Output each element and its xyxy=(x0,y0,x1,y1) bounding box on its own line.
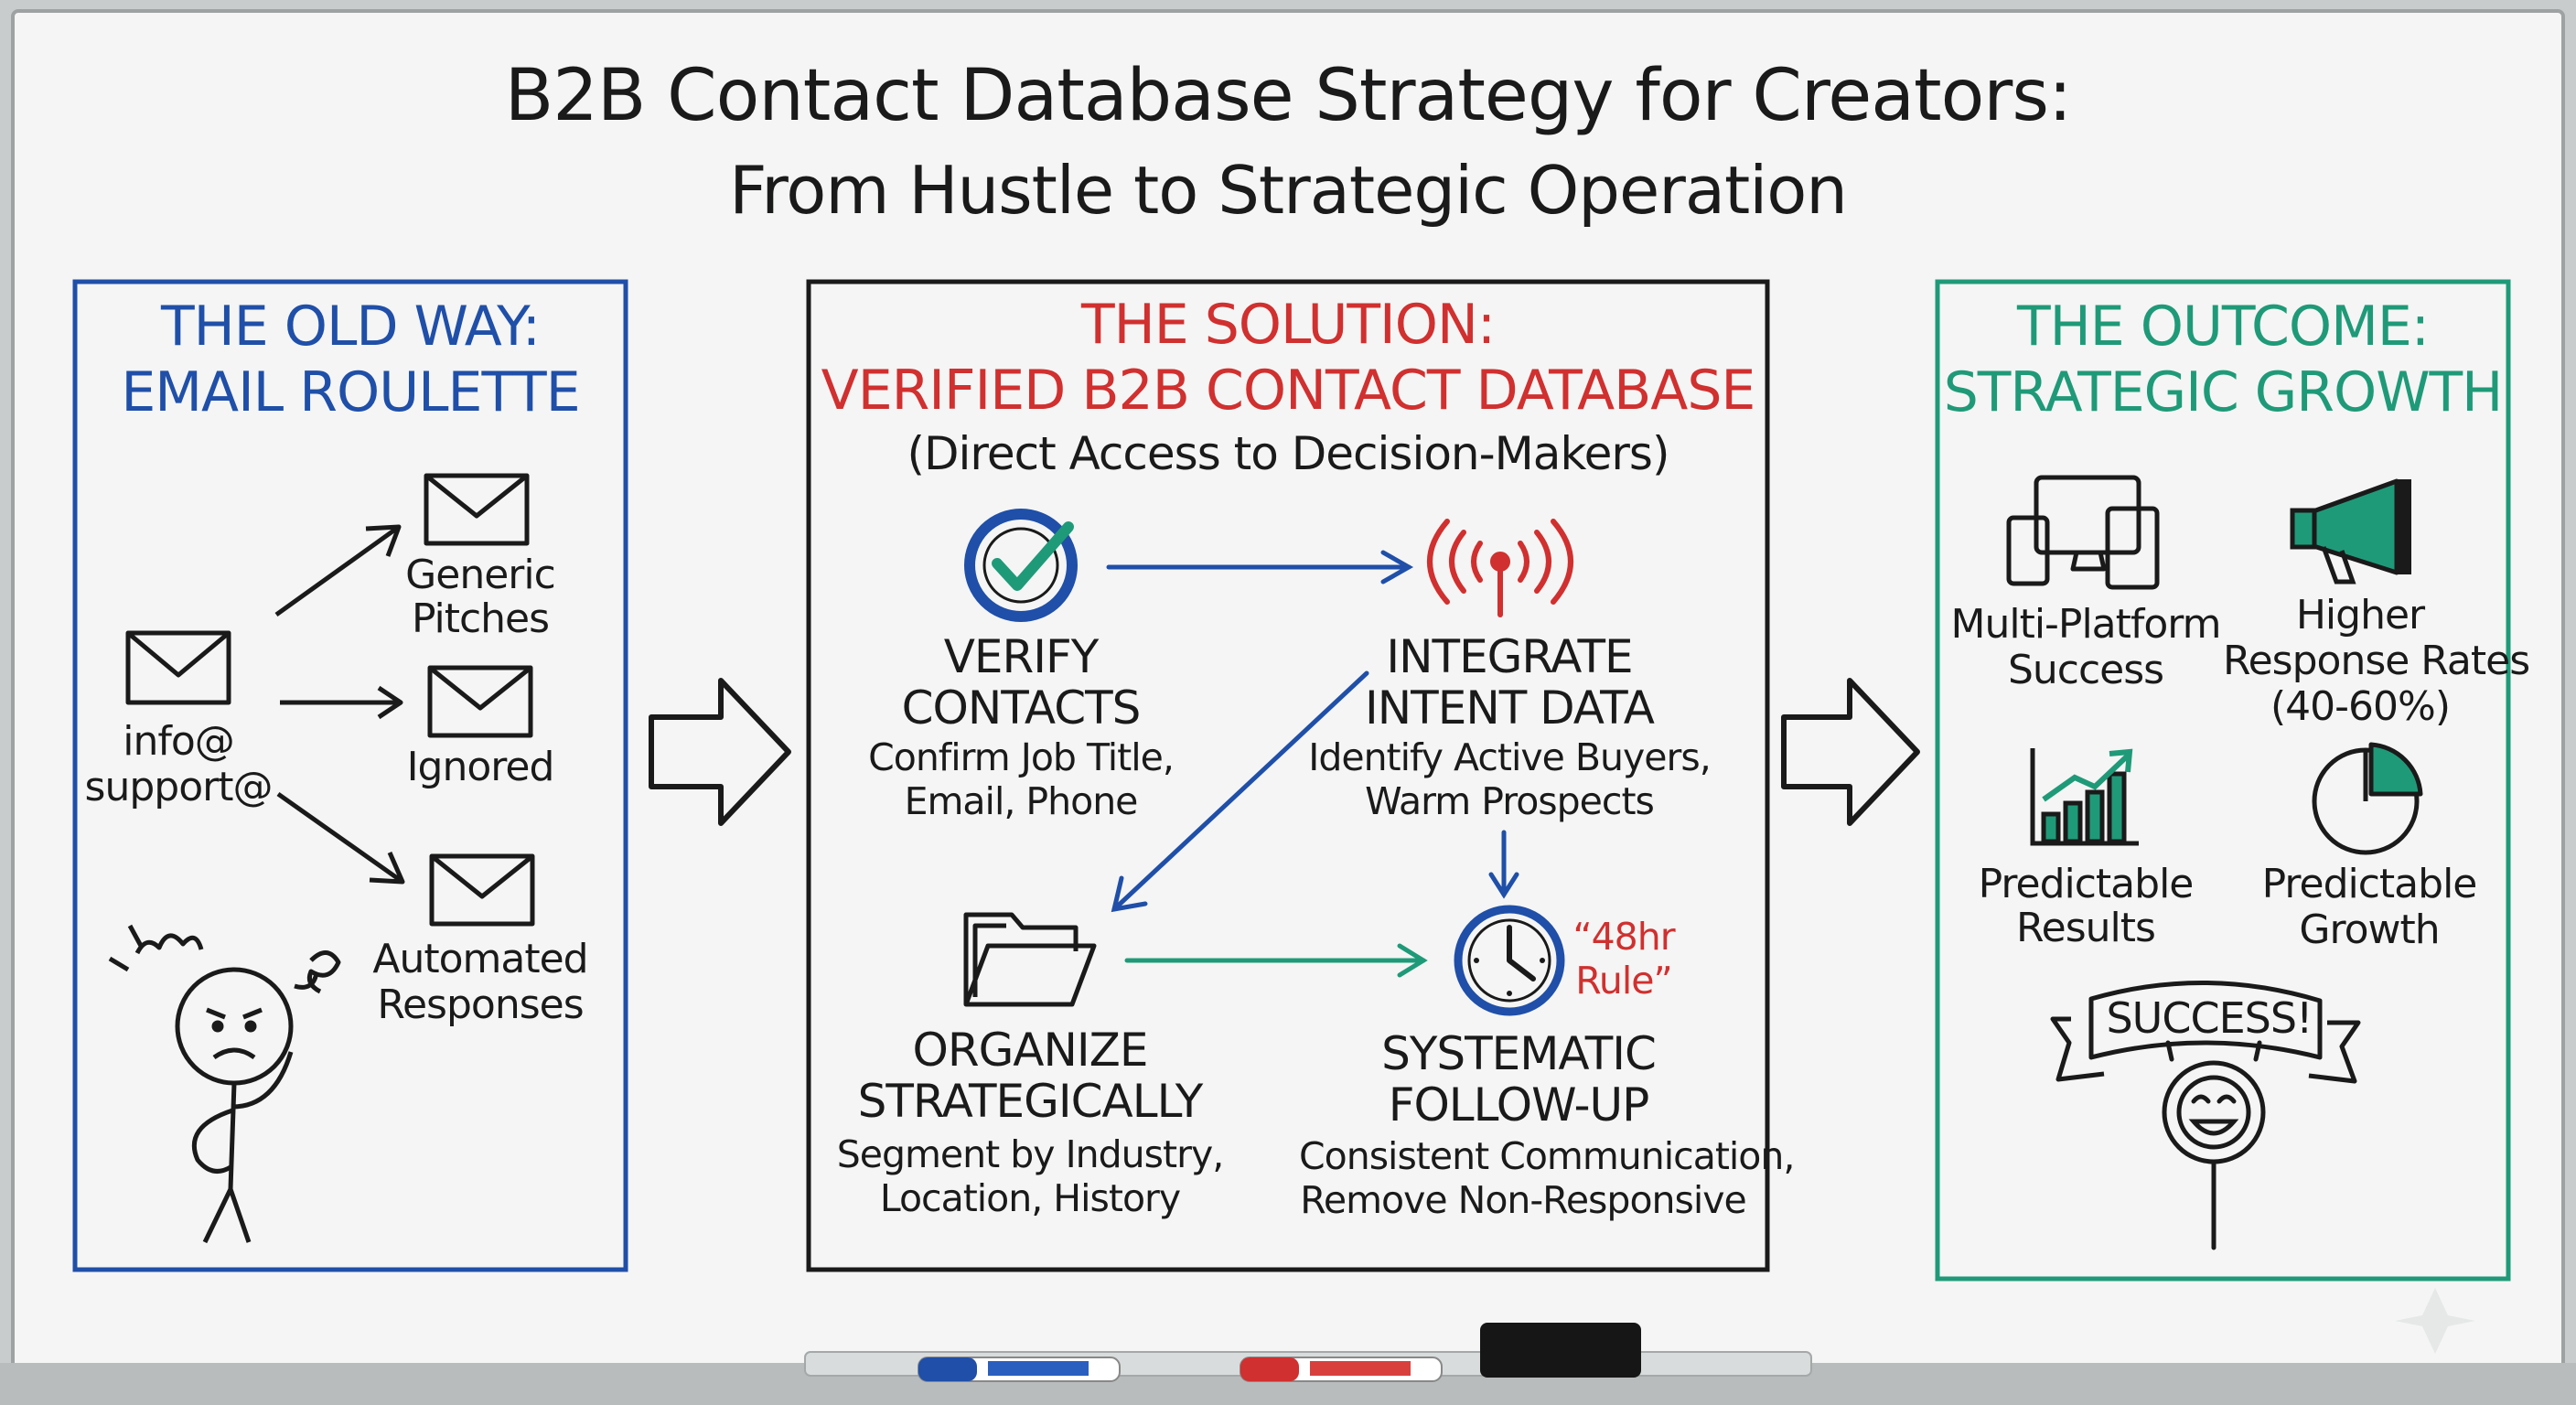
step-followup-desc-line2: Remove Non-Responsive xyxy=(1300,1178,1747,1222)
outcome-multiplatform-line2: Success xyxy=(2007,647,2164,693)
transition-arrow-2 xyxy=(1781,678,1920,826)
outcome-results-line2: Results xyxy=(2016,905,2156,951)
flow-arrow-organize-followup xyxy=(1124,943,1428,978)
success-banner-text: SUCCESS! xyxy=(2106,993,2313,1043)
red-marker-label xyxy=(1310,1361,1411,1376)
old-way-heading-line1: THE OLD WAY: xyxy=(160,295,541,359)
step-followup-desc-line1: Consistent Communication, xyxy=(1299,1134,1795,1178)
clock-icon xyxy=(1454,905,1565,1016)
outcome-automated-line1: Automated xyxy=(372,936,588,982)
outcome-multiplatform-line1: Multi-Platform xyxy=(1950,601,2222,648)
step-verify-title-line1: VERIFY xyxy=(943,630,1100,683)
outcome-heading-line2: STRATEGIC GROWTH xyxy=(1943,360,2504,424)
source-label-info: info@ xyxy=(123,718,235,765)
arrow-to-ignored xyxy=(280,685,403,720)
step-verify-desc-line2: Email, Phone xyxy=(904,779,1139,823)
envelope-icon-source xyxy=(125,630,231,705)
happy-face-icon xyxy=(2162,1040,2266,1250)
outcome-generic-line2: Pitches xyxy=(411,595,550,642)
outcome-growth-line2: Growth xyxy=(2299,906,2440,953)
outcome-growth-line1: Predictable xyxy=(2261,861,2478,907)
step-organize-desc-line1: Segment by Industry, xyxy=(836,1132,1225,1176)
step-integrate-title-line1: INTEGRATE xyxy=(1386,630,1633,683)
red-marker-cap xyxy=(1240,1357,1299,1381)
flow-arrow-integrate-organize xyxy=(1111,670,1369,913)
source-label-support: support@ xyxy=(84,764,274,810)
outcome-response-line1: Higher xyxy=(2295,592,2425,638)
envelope-icon-automated xyxy=(429,853,535,927)
page-title-line1: B2B Contact Database Strategy for Creato… xyxy=(504,55,2073,137)
sparkle-icon xyxy=(2395,1288,2475,1354)
rule-note-line2: Rule” xyxy=(1575,959,1673,1003)
signal-antenna-icon xyxy=(1427,519,1573,617)
outcome-automated-line2: Responses xyxy=(377,981,584,1028)
solution-subheading: (Direct Access to Decision-Makers) xyxy=(907,427,1670,480)
eraser[interactable] xyxy=(1480,1323,1641,1378)
outcome-heading-line1: THE OUTCOME: xyxy=(2016,295,2430,359)
step-verify-desc-line1: Confirm Job Title, xyxy=(868,735,1175,779)
old-way-heading-line2: EMAIL ROULETTE xyxy=(121,360,580,424)
transition-arrow-1 xyxy=(649,678,791,826)
page-title-line2: From Hustle to Strategic Operation xyxy=(729,152,1848,229)
step-integrate-desc-line2: Warm Prospects xyxy=(1365,779,1655,823)
step-organize-title-line1: ORGANIZE xyxy=(912,1024,1148,1077)
solution-panel xyxy=(806,279,1770,1272)
outcome-panel xyxy=(1935,279,2511,1282)
solution-heading-line2: VERIFIED B2B CONTACT DATABASE xyxy=(821,359,1756,423)
outcome-results-line1: Predictable xyxy=(1978,861,2195,907)
blue-marker-label xyxy=(988,1361,1089,1376)
step-followup-title-line1: SYSTEMATIC xyxy=(1381,1027,1657,1080)
pie-chart-icon xyxy=(2312,742,2423,855)
step-followup-title-line2: FOLLOW-UP xyxy=(1388,1078,1650,1132)
step-organize-desc-line2: Location, History xyxy=(879,1176,1181,1220)
outcome-generic-line1: Generic xyxy=(405,552,556,598)
old-way-panel xyxy=(72,279,628,1272)
step-integrate-desc-line1: Identify Active Buyers, xyxy=(1308,735,1712,779)
rule-note-line1: “48hr xyxy=(1572,915,1675,959)
success-banner-icon xyxy=(2050,981,2361,1084)
check-badge-icon xyxy=(964,509,1078,622)
solution-heading-line1: THE SOLUTION: xyxy=(1080,293,1496,357)
outcome-response-line3: (40-60%) xyxy=(2270,683,2451,730)
blue-marker-cap xyxy=(918,1357,977,1381)
step-integrate-title-line2: INTENT DATA xyxy=(1365,681,1655,735)
folder-icon xyxy=(963,912,1097,1007)
flow-arrow-integrate-followup xyxy=(1488,830,1519,899)
step-verify-title-line2: CONTACTS xyxy=(901,681,1142,735)
devices-icon xyxy=(2006,475,2160,590)
outcome-response-line2: Response Rates xyxy=(2223,638,2530,684)
envelope-icon-generic xyxy=(424,473,530,546)
frustrated-stick-figure-icon xyxy=(108,924,341,1244)
bar-chart-icon xyxy=(2030,748,2139,846)
outcome-ignored: Ignored xyxy=(406,744,555,790)
flow-arrow-verify-integrate xyxy=(1106,550,1414,585)
arrow-to-automated xyxy=(276,791,405,885)
envelope-icon-ignored xyxy=(427,665,533,738)
arrow-to-generic xyxy=(274,524,402,617)
megaphone-icon xyxy=(2290,478,2411,585)
step-organize-title-line2: STRATEGICALLY xyxy=(857,1075,1204,1128)
